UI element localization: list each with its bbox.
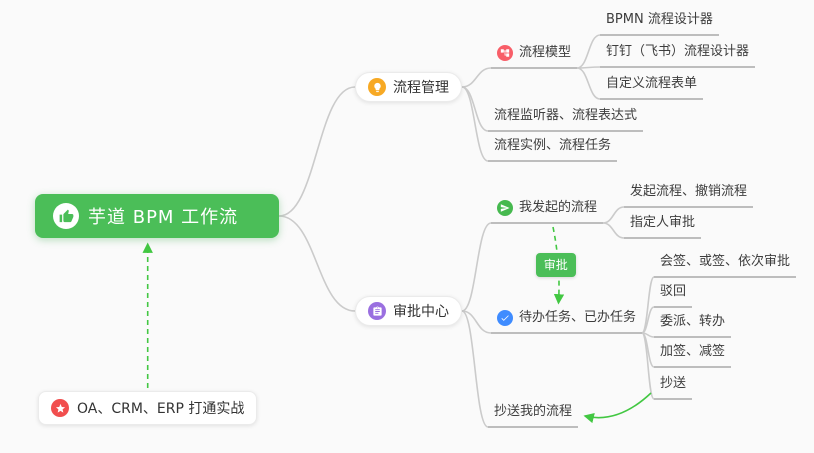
node-add-reduce-sign[interactable]: 加签、减签 — [654, 343, 732, 368]
node-bpmn-designer[interactable]: BPMN 流程设计器 — [600, 11, 719, 36]
node-label: 待办任务、已办任务 — [519, 310, 637, 325]
node-initiate-cancel[interactable]: 发起流程、撤销流程 — [624, 183, 754, 208]
node-label: 指定人审批 — [630, 215, 696, 230]
clipboard-icon — [368, 302, 386, 320]
node-process-listener[interactable]: 流程监听器、流程表达式 — [488, 107, 644, 132]
node-label: 流程监听器、流程表达式 — [494, 108, 638, 123]
bulb-icon — [368, 78, 386, 96]
node-label: 流程实例、流程任务 — [494, 138, 612, 153]
node-dingtalk-designer[interactable]: 钉钉（飞书）流程设计器 — [600, 43, 756, 68]
edge-label-approval[interactable]: 审批 — [535, 253, 576, 277]
send-icon — [497, 200, 513, 216]
node-cc-my-flows[interactable]: 抄送我的流程 — [488, 403, 579, 428]
node-delegate-transfer[interactable]: 委派、转办 — [654, 313, 732, 338]
note-oa-crm-erp[interactable]: OA、CRM、ERP 打通实战 — [38, 391, 258, 425]
node-label: 加签、减签 — [660, 344, 726, 359]
node-label: 委派、转办 — [660, 314, 726, 329]
check-icon — [497, 310, 513, 326]
tree-icon — [497, 45, 513, 61]
node-label: 我发起的流程 — [519, 200, 598, 215]
node-reject[interactable]: 驳回 — [654, 283, 693, 308]
node-label: 发起流程、撤销流程 — [630, 184, 748, 199]
node-countersign[interactable]: 会签、或签、依次审批 — [654, 253, 797, 278]
star-icon — [51, 399, 69, 417]
node-label: 抄送我的流程 — [494, 404, 573, 419]
branch-process-management[interactable]: 流程管理 — [355, 72, 462, 102]
branch-approval-center[interactable]: 审批中心 — [355, 296, 462, 326]
thumbs-up-icon — [53, 203, 79, 229]
root-node[interactable]: 芋道 BPM 工作流 — [35, 194, 279, 238]
node-label: 驳回 — [660, 284, 687, 299]
root-label: 芋道 BPM 工作流 — [88, 207, 239, 228]
node-label: 自定义流程表单 — [606, 76, 698, 91]
node-custom-form[interactable]: 自定义流程表单 — [600, 75, 704, 100]
node-cc[interactable]: 抄送 — [654, 375, 693, 400]
node-label: BPMN 流程设计器 — [606, 12, 713, 27]
node-label: 钉钉（飞书）流程设计器 — [606, 44, 750, 59]
node-label: 抄送 — [660, 376, 687, 391]
node-todo-done-tasks[interactable]: 待办任务、已办任务 — [491, 309, 643, 334]
node-label: 会签、或签、依次审批 — [660, 254, 791, 269]
branch-label: 流程管理 — [393, 80, 449, 96]
node-label: 流程模型 — [519, 45, 572, 60]
node-my-initiated-flows[interactable]: 我发起的流程 — [491, 199, 604, 224]
node-process-instance[interactable]: 流程实例、流程任务 — [488, 137, 618, 162]
node-process-model[interactable]: 流程模型 — [491, 44, 578, 69]
note-label: OA、CRM、ERP 打通实战 — [77, 401, 245, 417]
branch-label: 审批中心 — [393, 304, 449, 320]
node-assignee-approval[interactable]: 指定人审批 — [624, 214, 702, 239]
